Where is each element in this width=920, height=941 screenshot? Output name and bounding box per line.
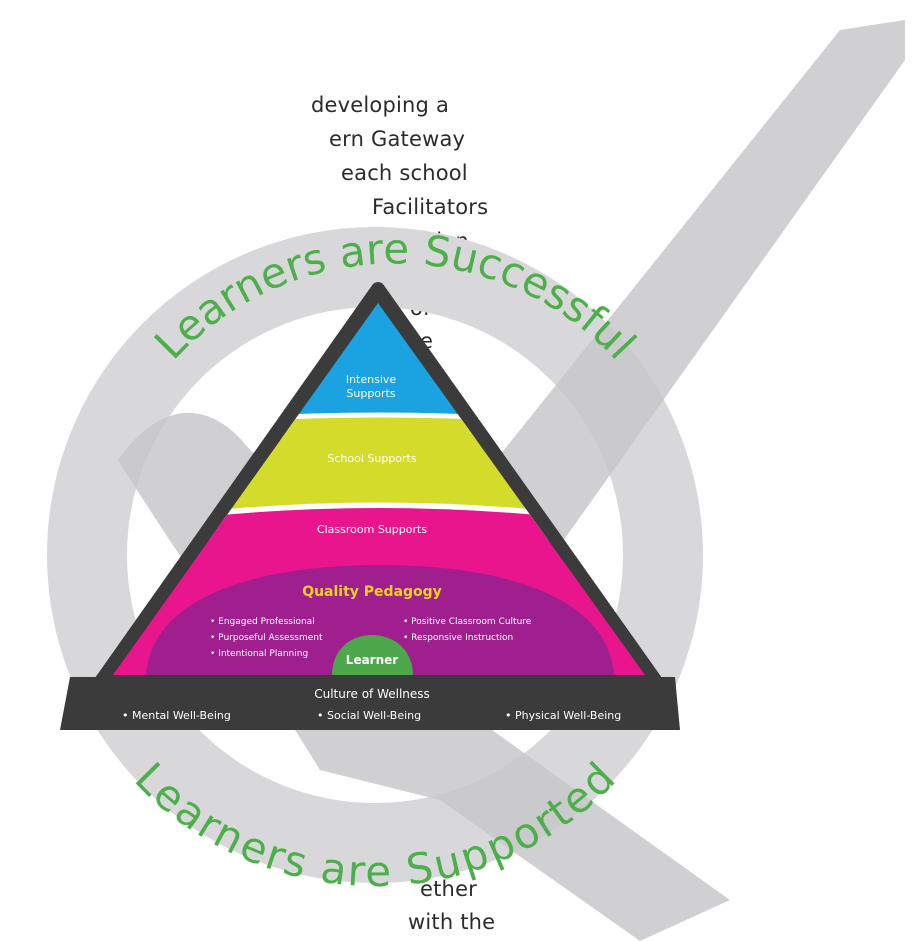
wellness-title: Culture of Wellness (314, 687, 430, 701)
paragraph-line: ern Gateway (329, 127, 466, 151)
paragraph-line: ether (420, 877, 478, 901)
tier-school-label: School Supports (327, 452, 416, 465)
quality-pedagogy-title: Quality Pedagogy (302, 584, 442, 600)
pedagogy-item-left: • Engaged Professional (210, 617, 315, 627)
learner-label: Learner (346, 653, 398, 667)
tier-intensive-label: Supports (346, 387, 395, 400)
quality-pedagogy-region (146, 565, 614, 675)
wellness-band-edge (60, 677, 680, 730)
paragraph-line: with the (408, 910, 496, 934)
learner-region (332, 635, 413, 675)
paragraph-line: developing a (311, 93, 450, 117)
grey-ring (47, 227, 703, 883)
pedagogy-item-left: • Purposeful Assessment (210, 633, 323, 643)
paragraph-line: Facilitators (372, 195, 489, 219)
wellness-item: • Social Well-Being (317, 709, 421, 722)
pedagogy-item-left: • Intentional Planning (210, 649, 308, 659)
paragraph-line: each school (341, 161, 468, 185)
wellness-item: • Mental Well-Being (122, 709, 231, 722)
wellness-item: • Physical Well-Being (505, 709, 621, 722)
pedagogy-item-right: • Positive Classroom Culture (403, 617, 532, 627)
tier-classroom-label: Classroom Supports (317, 523, 427, 536)
tier-intensive-label: Intensive (346, 373, 397, 386)
pedagogy-item-right: • Responsive Instruction (403, 633, 513, 643)
